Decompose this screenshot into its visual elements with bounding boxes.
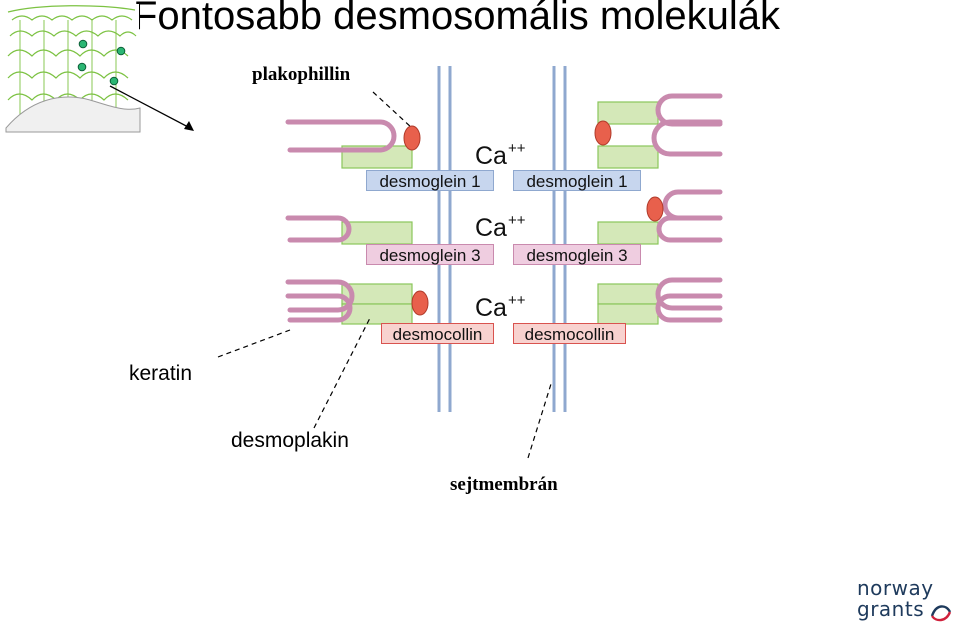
epithelium-thumbnail	[4, 4, 141, 133]
norway-grants-logo-mark	[930, 605, 952, 622]
calcium-ion-label: Ca++	[475, 212, 526, 242]
desmocollin-label-left: desmocollin	[381, 323, 494, 344]
desmoglein-1-label-left: desmoglein 1	[366, 170, 494, 191]
norway-grants-logo: norway grants	[857, 576, 934, 621]
desmoglein-1-label-right: desmoglein 1	[513, 170, 641, 191]
plakophillin-oval	[403, 120, 664, 316]
desmocollin-label-right: desmocollin	[513, 323, 626, 344]
cell-membrane-label: sejtmembrán	[450, 474, 558, 495]
page-title: Fontosabb desmosomális molekulák	[133, 0, 780, 38]
calcium-ion-label: Ca++	[475, 140, 526, 170]
desmoplakin-plaque-right	[597, 101, 659, 325]
desmoglein-3-label-left: desmoglein 3	[366, 244, 494, 265]
keratin-filaments-left	[285, 119, 397, 323]
plakophillin-label: plakophillin	[252, 64, 351, 85]
keratin-filaments-right	[651, 93, 723, 323]
cell-membrane-left	[437, 66, 452, 412]
calcium-ion-label: Ca++	[475, 292, 526, 322]
label-pointer-lines	[217, 91, 552, 459]
cell-membrane-right	[552, 66, 567, 412]
desmoplakin-label: desmoplakin	[231, 429, 349, 452]
keratin-label: keratin	[129, 362, 193, 385]
zoom-arrow	[109, 85, 194, 131]
desmoglein-3-label-right: desmoglein 3	[513, 244, 641, 265]
